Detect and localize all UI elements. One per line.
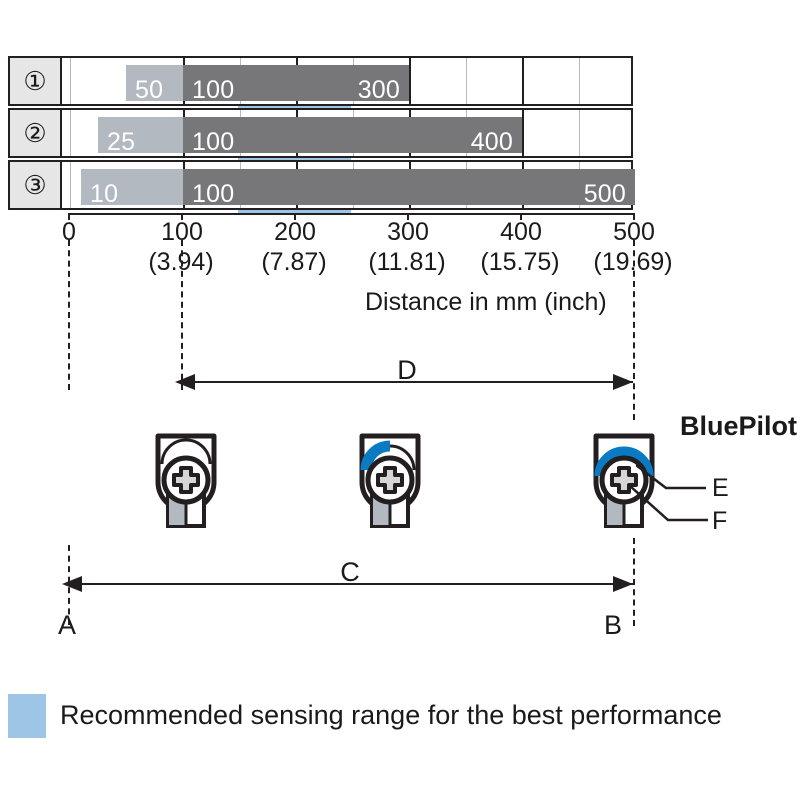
axis-tick (633, 213, 635, 220)
axis-tick (294, 213, 296, 220)
row-id-3: ③ (10, 162, 62, 208)
axis-tick-label-400: 400 (500, 218, 542, 246)
bar-dark-1: 100 300 (183, 65, 409, 104)
brand-label-bluepilot: BluePilot (680, 411, 798, 441)
axis-tick-label-0: 0 (62, 218, 76, 246)
legend-swatch (8, 694, 46, 738)
table-row: ③ 10 100 500 (8, 160, 635, 210)
bar-dark-label-right-3: 500 (583, 180, 626, 208)
dashed-line-a-upper (68, 240, 70, 390)
x-axis-line (68, 213, 634, 215)
bar-dark-2: 100 400 (183, 117, 522, 156)
arrow-left-c (62, 576, 82, 592)
axis-tick (520, 213, 522, 220)
sensor-icon-300mm (359, 433, 421, 528)
axis-subtick-label-200: (7.87) (261, 248, 327, 276)
bar-dark-label-right-2: 400 (470, 128, 513, 156)
row-id-2: ② (10, 110, 62, 156)
bar-light-label-3: 10 (90, 180, 119, 208)
arrow-right-d (613, 374, 633, 390)
legend-text: Recommended sensing range for the best p… (60, 700, 722, 730)
table-row: ① 50 100 300 (8, 56, 633, 106)
arrow-right-c (613, 576, 633, 592)
sensor-icon-100mm (155, 433, 217, 528)
point-label-a: A (58, 610, 77, 640)
axis-title: Distance in mm (inch) (365, 288, 607, 316)
axis-tick (181, 213, 183, 220)
axis-tick (68, 213, 70, 220)
callout-label-e: E (712, 474, 729, 502)
dimension-line-c (68, 583, 633, 585)
bar-dark-label-left-1: 100 (192, 76, 235, 104)
bar-light-2: 25 (98, 117, 183, 156)
row-id-1: ① (10, 58, 62, 104)
bar-light-1: 50 (126, 65, 183, 104)
dashed-line-b-upper (633, 240, 635, 420)
axis-tick (407, 213, 409, 220)
arrow-left-d (175, 374, 195, 390)
dashed-line-100mm (181, 240, 183, 390)
bar-light-label-2: 25 (107, 128, 136, 156)
callout-label-f: F (712, 507, 728, 535)
bar-dark-label-right-1: 300 (357, 76, 400, 104)
sensing-range-table: ① 50 100 300 ② (8, 56, 635, 214)
leader-line-e (636, 464, 706, 490)
bar-light-label-1: 50 (135, 76, 164, 104)
axis-subtick-label-300: (11.81) (368, 248, 446, 276)
axis-tick-label-200: 200 (274, 218, 316, 246)
bar-dark-label-left-2: 100 (192, 128, 235, 156)
bar-dark-3: 100 500 (183, 169, 635, 208)
axis-subtick-label-400: (15.75) (480, 248, 560, 276)
dashed-line-b-lower (633, 538, 635, 626)
dimension-line-d (181, 381, 633, 383)
axis-tick-label-300: 300 (387, 218, 429, 246)
bar-dark-label-left-3: 100 (192, 180, 235, 208)
dimension-label-d: D (397, 355, 417, 385)
dimension-label-c: C (340, 557, 360, 587)
point-label-b: B (604, 610, 623, 640)
leader-line-f (630, 485, 708, 522)
bar-light-3: 10 (81, 169, 183, 208)
table-row: ② 25 100 400 (8, 108, 633, 158)
